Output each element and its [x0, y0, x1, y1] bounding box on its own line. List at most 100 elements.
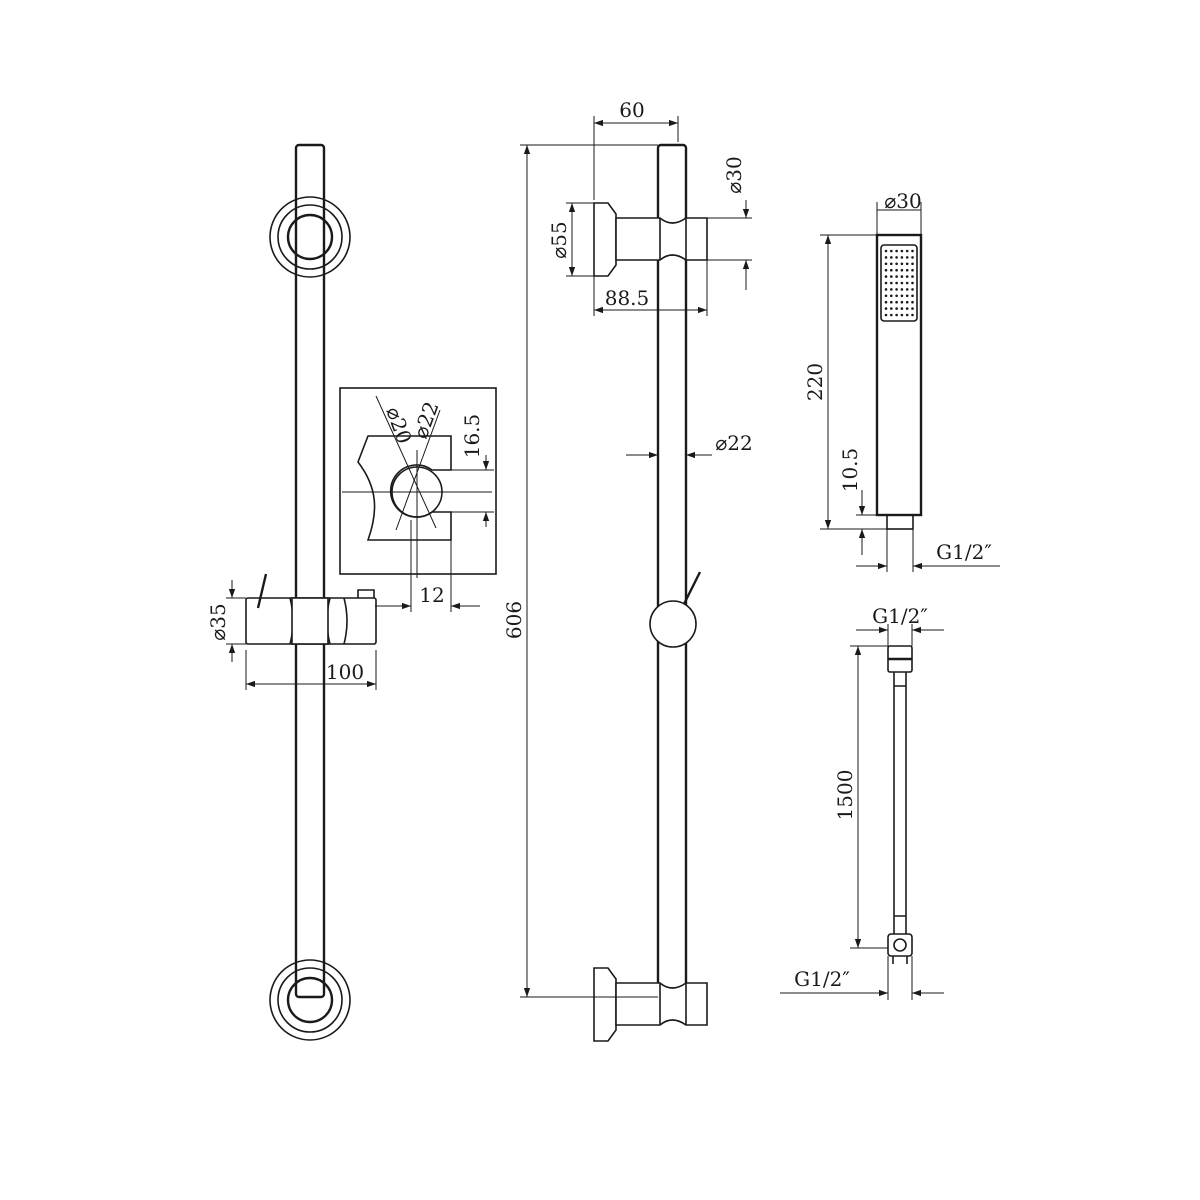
nozzle-dot [911, 307, 914, 310]
dim-flange-diameter: ⌀55 [547, 202, 594, 277]
nozzle-dot [911, 268, 914, 272]
nozzle-dot [900, 288, 904, 291]
holder-detail: ⌀20 ⌀22 16.5 12 [339, 387, 497, 612]
hand-shower: ⌀30 220 10.5 G1/2″ [803, 189, 1000, 572]
slider-front [245, 573, 377, 645]
nozzle-dot [895, 281, 898, 285]
dim-hose-thread-bottom-label: G1/2″ [794, 967, 850, 991]
nozzle-dot [911, 300, 914, 304]
nozzle-dot [900, 249, 904, 253]
dim-hose-length-label: 1500 [833, 770, 857, 821]
nozzle-dot [905, 300, 909, 304]
dim-handshower-thread-length-label: 10.5 [838, 448, 862, 493]
nozzle-dot [911, 313, 914, 317]
nozzle-dot [911, 288, 914, 291]
dim-bracket-offset: 60 [593, 98, 679, 200]
nozzle-dot [911, 249, 914, 253]
slider-lever-side [682, 571, 702, 605]
nozzle-dot [895, 307, 898, 310]
dim-bracket-diameter-label: ⌀30 [722, 156, 746, 194]
nozzle-dot [905, 275, 909, 278]
nozzle-dot [905, 307, 909, 310]
dim-hose-thread-top-label: G1/2″ [872, 604, 928, 628]
dim-holder-depth-label: 16.5 [460, 414, 484, 459]
nozzle-dot [890, 249, 893, 253]
dim-bracket-offset-label: 60 [619, 98, 644, 122]
nozzle-dot [905, 294, 909, 298]
rail-front [294, 143, 326, 999]
dim-bracket-diameter: ⌀30 [707, 156, 752, 290]
nozzle-dot [895, 249, 898, 253]
dim-rail-diameter: ⌀22 [626, 431, 753, 459]
nozzle-dot [884, 275, 888, 278]
nozzle-dot [900, 268, 904, 272]
nozzle-dot [905, 249, 909, 253]
bracket-rosette-top [269, 196, 351, 278]
bracket-side-top [593, 202, 708, 277]
dim-holder-phi22-label: ⌀22 [408, 398, 443, 441]
nozzle-dot [900, 275, 904, 278]
nozzle-dot [900, 300, 904, 304]
nozzle-dot [895, 300, 898, 304]
hand-shower-body [875, 233, 923, 517]
nozzle-dot [890, 288, 893, 291]
hand-shower-thread [886, 514, 914, 530]
nozzle-dot [895, 313, 898, 317]
dim-holder-gap-label: 12 [419, 583, 444, 607]
nozzle-dot [890, 294, 893, 298]
nozzle-dot [905, 256, 909, 259]
side-view: 60 606 ⌀55 88.5 ⌀30 [502, 98, 753, 1042]
nozzle-dot [890, 256, 893, 259]
nozzle-dot [900, 262, 904, 266]
bracket-rosette-bottom [269, 959, 351, 1041]
dim-rail-length: 606 [502, 144, 658, 998]
nozzle-dot [890, 281, 893, 285]
rail-side [656, 143, 688, 999]
dim-rail-diameter-label: ⌀22 [715, 431, 753, 455]
dim-rail-length-label: 606 [502, 601, 526, 639]
nozzle-dot [884, 249, 888, 253]
nozzle-dot [900, 294, 904, 298]
nozzle-dot [900, 256, 904, 259]
nozzle-dot [900, 281, 904, 285]
nozzle-dot [895, 275, 898, 278]
hand-shower-face [880, 244, 918, 322]
nozzle-dot [905, 281, 909, 285]
dim-flange-diameter-label: ⌀55 [547, 221, 571, 259]
nozzle-dot [895, 256, 898, 259]
nozzle-dot [905, 268, 909, 272]
dim-slider-diameter-label: ⌀35 [206, 603, 230, 641]
nozzle-dot [895, 262, 898, 266]
nozzle-dot [884, 294, 888, 298]
nozzle-dot [911, 275, 914, 278]
nozzle-dot [890, 300, 893, 304]
nozzle-dot [890, 262, 893, 266]
nozzle-dot [884, 300, 888, 304]
nozzle-dot [890, 307, 893, 310]
nozzle-dot [905, 262, 909, 266]
slider-lever [256, 573, 268, 609]
nozzle-dot [911, 281, 914, 285]
nozzle-dot [895, 268, 898, 272]
nozzle-dot [884, 288, 888, 291]
bracket-side-bottom [593, 967, 708, 1042]
nozzle-dot [905, 288, 909, 291]
nozzle-dot [884, 256, 888, 259]
dim-handshower-thread-label: G1/2″ [936, 540, 992, 564]
nozzle-dot [895, 288, 898, 291]
dim-handshower-length-label: 220 [803, 363, 827, 401]
slider-side [649, 571, 702, 648]
front-view: ⌀35 100 ⌀20 ⌀22 16.5 [206, 143, 497, 1041]
nozzle-dot [884, 281, 888, 285]
nozzle-dot [884, 262, 888, 266]
dim-slider-diameter: ⌀35 [206, 580, 246, 662]
nozzle-dot [905, 313, 909, 317]
nozzle-dot [895, 294, 898, 298]
nozzle-dot [884, 268, 888, 272]
nozzle-dot [911, 256, 914, 259]
dim-bracket-depth: 88.5 [593, 260, 708, 316]
nozzle-dot [900, 313, 904, 317]
nozzle-dot [890, 268, 893, 272]
dim-slider-width: 100 [245, 650, 377, 690]
